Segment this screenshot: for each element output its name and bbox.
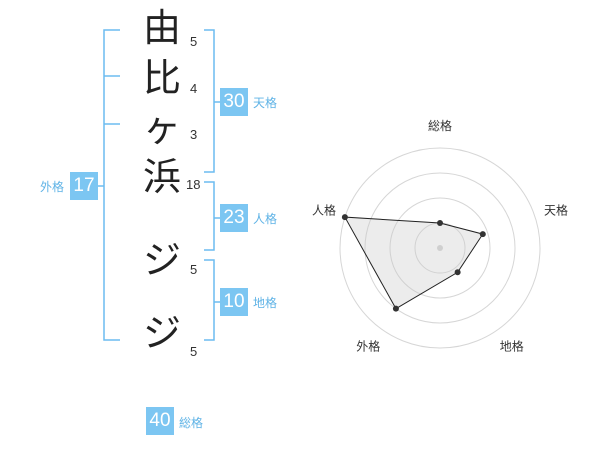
chikaku-bracket <box>204 259 215 341</box>
radar-axis-label-3: 地格 <box>500 339 524 354</box>
radar-center <box>437 245 443 251</box>
tenkaku-bracket <box>204 29 215 173</box>
tenkaku-label: 天格 <box>253 96 278 110</box>
jinkaku-label: 人格 <box>253 212 278 226</box>
radar-axis-label-4: 外格 <box>356 339 380 354</box>
gaikaku-bracket <box>103 29 120 341</box>
radar-ring-2 <box>389 197 491 299</box>
stroke-count-6: 5 <box>190 344 198 359</box>
stroke-count-5: 5 <box>190 262 198 277</box>
stroke-count-1: 5 <box>190 34 198 49</box>
chikaku-value: 10 <box>220 288 248 316</box>
stroke-count-3: 3 <box>190 127 198 142</box>
radar-point-5 <box>341 214 348 221</box>
tenkaku-value: 30 <box>220 88 248 116</box>
radar-point-1 <box>437 220 443 226</box>
stroke-count-4: 18 <box>186 177 201 192</box>
radar-area <box>344 216 484 310</box>
radar-axis-label-2: 天格 <box>544 202 568 217</box>
gaikaku-label: 外格 <box>40 180 65 194</box>
name-char-3: ヶ <box>142 106 181 150</box>
name-char-4: 浜 <box>142 155 181 199</box>
jinkaku-bracket <box>204 181 215 251</box>
name-char-2: 比 <box>142 56 181 100</box>
radar-ring-4 <box>339 147 541 349</box>
jinkaku-value: 23 <box>220 204 248 232</box>
stroke-count-2: 4 <box>190 81 198 96</box>
radar-axis-label-5: 人格 <box>312 202 336 217</box>
radar-point-3 <box>454 269 461 276</box>
radar-point-2 <box>479 231 486 238</box>
name-char-6: ジ <box>142 311 181 355</box>
soukaku-value: 40 <box>146 407 174 435</box>
radar-axis-label-1: 総格 <box>428 118 452 133</box>
chikaku-label: 地格 <box>253 296 278 310</box>
radar-point-4 <box>392 305 399 312</box>
radar-ring-3 <box>364 172 516 324</box>
name-char-5: ジ <box>142 238 181 282</box>
name-char-1: 由 <box>142 6 181 50</box>
soukaku-label: 総格 <box>179 416 204 430</box>
gaikaku-value: 17 <box>70 172 98 200</box>
